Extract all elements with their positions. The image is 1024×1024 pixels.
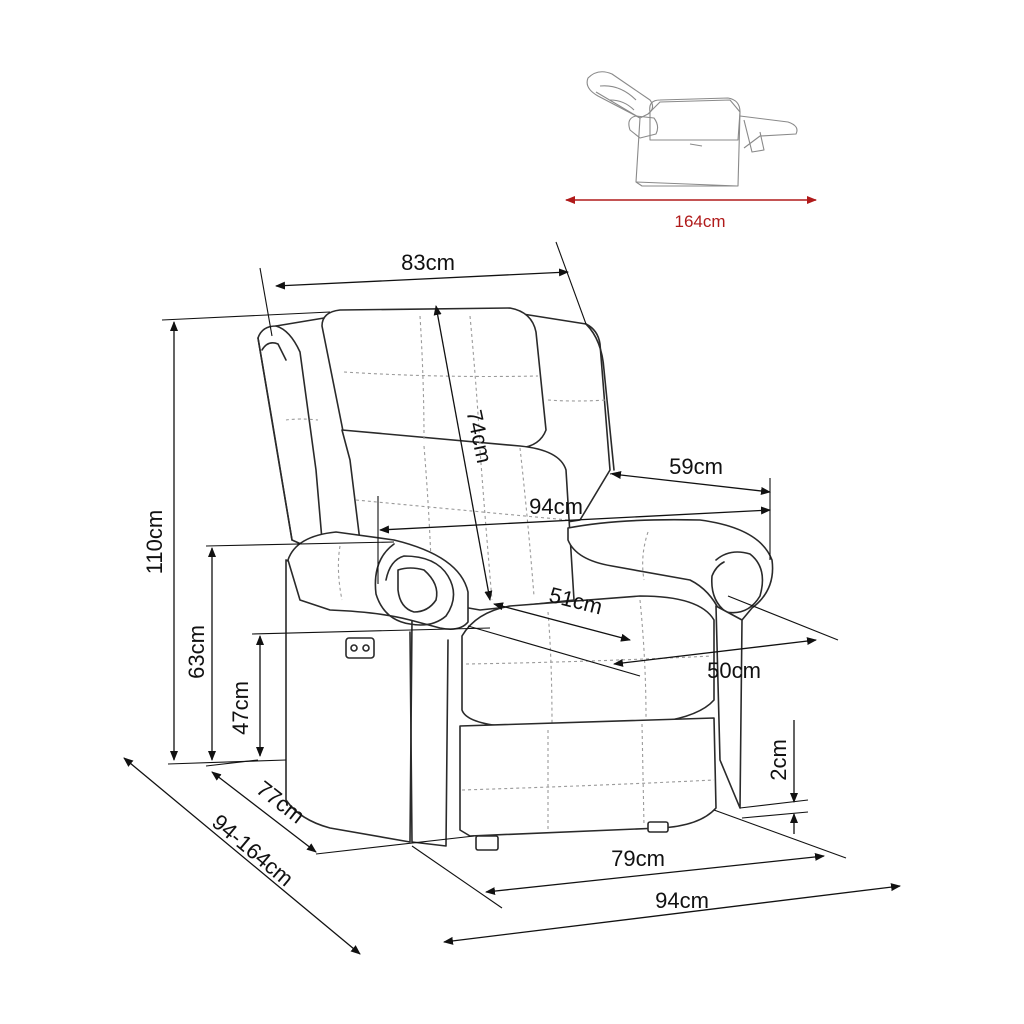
label-base-width: 79cm	[611, 846, 665, 871]
dimension-arrows	[123, 268, 901, 955]
arrow-seat-depth	[493, 602, 631, 642]
label-backrest-width: 83cm	[401, 250, 455, 275]
label-floor-clearance: 2cm	[766, 739, 791, 781]
label-armrest-height: 63cm	[184, 625, 209, 679]
arrow-total-width	[443, 883, 901, 945]
label-seat-to-arm-depth: 59cm	[669, 454, 723, 479]
arrow-backrest-height	[433, 305, 493, 601]
label-depth-range: 94-164cm	[207, 809, 298, 891]
arrow-backrest-width	[275, 268, 569, 290]
label-total-width: 94cm	[655, 888, 709, 913]
remote-panel	[345, 637, 375, 659]
arrow-seat-to-arm-depth	[611, 471, 771, 495]
arrow-arm-to-arm-width	[379, 506, 771, 534]
label-arm-to-arm-width: 94cm	[529, 494, 583, 519]
arrow-seat-width	[613, 637, 817, 667]
label-seat-width: 50cm	[707, 658, 761, 683]
arrow-depth-range	[123, 757, 361, 955]
reclined-chair-thumbnail	[586, 71, 798, 187]
recliner-chair	[257, 307, 774, 851]
reclined-length-label: 164cm	[674, 212, 725, 231]
label-total-height: 110cm	[142, 510, 167, 574]
label-seat-height: 47cm	[228, 681, 253, 735]
